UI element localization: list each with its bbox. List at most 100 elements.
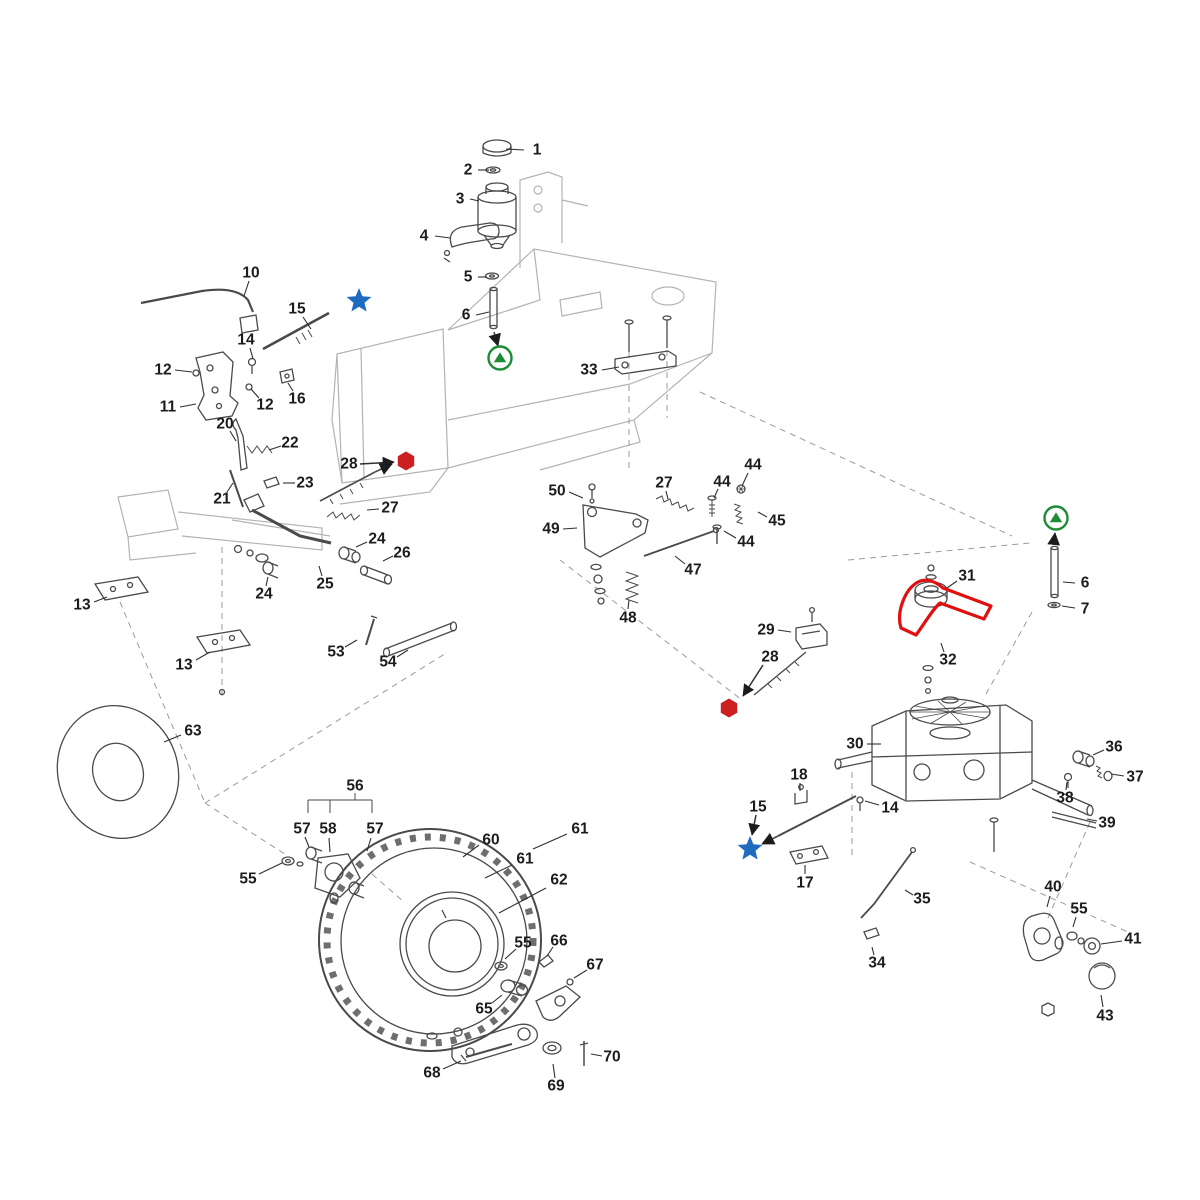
leader-line-33 — [601, 366, 620, 371]
part-label-38: 38 — [1056, 790, 1074, 807]
part-label-13: 13 — [175, 657, 193, 674]
part-label-40: 40 — [1044, 879, 1061, 896]
part-label-44: 44 — [737, 534, 755, 551]
part-label-24: 24 — [368, 531, 386, 548]
part-label-30: 30 — [846, 736, 863, 753]
part-label-44: 44 — [713, 474, 731, 491]
leader-line-50 — [568, 491, 584, 499]
part-label-14: 14 — [237, 332, 255, 349]
leader-line-45 — [757, 511, 768, 518]
part-label-18: 18 — [790, 767, 808, 784]
part-label-47: 47 — [684, 562, 701, 579]
part-label-67: 67 — [586, 957, 603, 974]
leader-line-14 — [249, 347, 254, 360]
part-label-65: 65 — [475, 1001, 493, 1018]
part-label-13: 13 — [73, 597, 91, 614]
leader-line-14 — [864, 800, 880, 806]
part-label-3: 3 — [456, 191, 465, 208]
part-label-6: 6 — [1081, 575, 1090, 592]
green-triangle-marker — [1043, 505, 1069, 531]
part-label-36: 36 — [1105, 739, 1123, 756]
part-label-27: 27 — [381, 500, 398, 517]
leader-line-39 — [1086, 818, 1098, 822]
part-label-55: 55 — [239, 871, 257, 888]
part-label-23: 23 — [296, 475, 314, 492]
leader-line-58 — [328, 837, 331, 853]
part-label-10: 10 — [242, 265, 259, 282]
leader-line-25 — [318, 565, 323, 577]
leader-line-1 — [505, 148, 525, 151]
part-label-62: 62 — [550, 872, 567, 889]
drive-belt-highlight — [898, 578, 993, 637]
blue-star-marker — [346, 288, 372, 312]
part-label-15: 15 — [749, 799, 767, 816]
leader-line-4 — [434, 235, 451, 239]
leader-line-69 — [552, 1063, 556, 1079]
leader-line-29 — [777, 629, 792, 633]
part-label-56: 56 — [346, 778, 364, 795]
leader-line-60 — [462, 844, 480, 858]
leader-line-34 — [871, 946, 875, 956]
part-label-58: 58 — [319, 821, 337, 838]
leader-line-12 — [250, 388, 260, 399]
leader-line-62 — [498, 887, 547, 914]
leader-line-31 — [946, 580, 958, 589]
transaxle-assembly — [753, 532, 1113, 940]
part-label-25: 25 — [316, 576, 334, 593]
part-label-24: 24 — [255, 586, 273, 603]
part-label-7: 7 — [1081, 601, 1090, 618]
part-label-41: 41 — [1124, 931, 1142, 948]
leader-line-67 — [573, 969, 588, 979]
leader-line-49 — [562, 527, 578, 530]
leader-line-55 — [1072, 916, 1077, 928]
part-label-15: 15 — [288, 301, 306, 318]
part-label-37: 37 — [1126, 769, 1143, 786]
leader-line-54 — [396, 649, 409, 658]
leader-line-6 — [475, 311, 490, 316]
part-label-66: 66 — [550, 933, 568, 950]
part-label-21: 21 — [213, 491, 231, 508]
leader-line-22 — [268, 445, 282, 451]
leader-line-32 — [940, 642, 945, 653]
leader-line-16 — [287, 382, 294, 392]
leader-line-65 — [491, 994, 503, 1004]
part-label-14: 14 — [881, 800, 899, 817]
leader-line-44 — [723, 530, 737, 539]
part-label-68: 68 — [423, 1065, 441, 1082]
part-label-60: 60 — [482, 832, 499, 849]
chassis-frame — [117, 171, 717, 561]
part-label-5: 5 — [464, 269, 473, 286]
part-label-35: 35 — [913, 891, 931, 908]
leader-line-68 — [442, 1060, 462, 1070]
leader-line-57 — [366, 837, 372, 852]
blue-star-marker — [737, 836, 763, 860]
part-label-26: 26 — [393, 545, 411, 562]
wheel-assembly — [56, 704, 589, 1066]
leader-line-28 — [742, 664, 764, 697]
leader-line-24 — [355, 541, 368, 548]
color-markers-layer — [346, 288, 1069, 860]
leader-line-44 — [741, 472, 749, 487]
part-label-57: 57 — [293, 821, 310, 838]
part-label-61: 61 — [516, 851, 534, 868]
green-triangle-marker — [487, 345, 513, 371]
leader-line-63 — [163, 734, 182, 743]
leader-line-47 — [674, 555, 686, 565]
part-label-31: 31 — [958, 568, 976, 585]
part-label-45: 45 — [768, 513, 786, 530]
rear-hub-assembly — [1022, 912, 1116, 1017]
part-label-12: 12 — [154, 362, 171, 379]
bracket-33 — [614, 315, 677, 375]
part-label-33: 33 — [580, 362, 598, 379]
part-label-28: 28 — [761, 649, 779, 666]
part-label-55: 55 — [514, 935, 532, 952]
leader-line-27 — [665, 490, 669, 500]
leader-line-70 — [590, 1053, 603, 1057]
leader-line-27 — [366, 508, 380, 511]
part-label-44: 44 — [744, 457, 762, 474]
leader-line-3 — [469, 198, 480, 202]
leader-line-15 — [302, 316, 312, 330]
leader-line-26 — [382, 555, 394, 562]
leader-line-24 — [265, 576, 269, 587]
part-label-6: 6 — [462, 307, 471, 324]
